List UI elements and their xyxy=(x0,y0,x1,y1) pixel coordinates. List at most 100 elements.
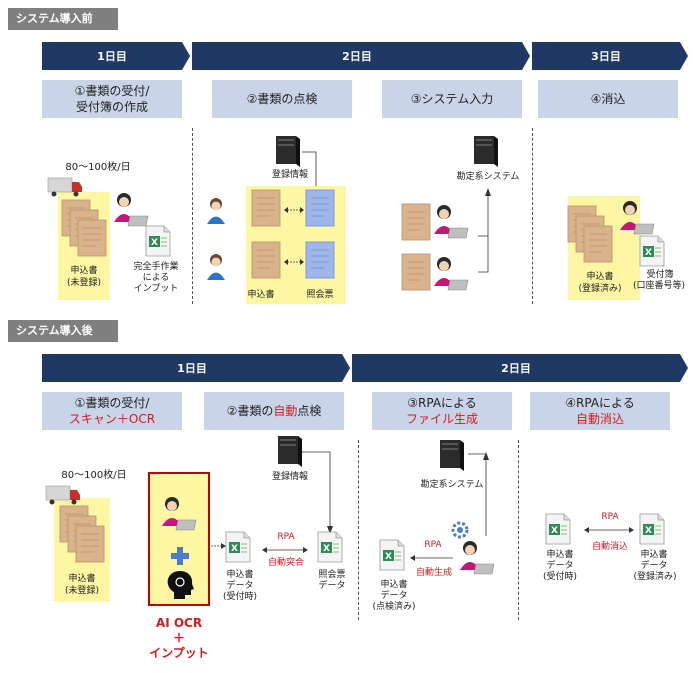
after-step-3-line1: ③RPAによる xyxy=(407,396,477,410)
after-step-1: ①書類の受付/ スキャン＋OCR xyxy=(42,392,182,430)
after-ref-data-line2: データ xyxy=(318,581,346,591)
before-volume: 80～100枚/日 xyxy=(65,162,131,173)
after-system-connector xyxy=(468,452,489,536)
after-step-2-pre: ②書類の xyxy=(226,404,274,418)
before-day1: 1日目 xyxy=(97,50,127,63)
after-accounting-system: 勘定系システム xyxy=(420,480,484,490)
person-laptop-icon xyxy=(619,200,655,235)
after-rpa3: RPA xyxy=(601,512,619,522)
before-step-4-line1: ④消込 xyxy=(590,92,626,106)
input-connector xyxy=(478,188,491,273)
ai-ocr-line2: ＋ xyxy=(172,631,185,645)
before-manual-line3: インプット xyxy=(133,284,179,294)
after-step-4: ④RPAによる 自動消込 xyxy=(530,392,670,430)
truck-icon xyxy=(45,485,81,505)
before-step-2: ②書類の点検 xyxy=(212,80,352,118)
before-app-form-status: (未登録) xyxy=(66,278,102,288)
after-data2-line1: 申込書 xyxy=(380,580,408,590)
excel-file-icon xyxy=(225,531,251,563)
truck-icon xyxy=(47,177,83,197)
excel-file-icon xyxy=(545,513,571,545)
after-day1: 1日目 xyxy=(177,362,207,375)
before-step-3: ③システム入力 xyxy=(382,80,522,118)
ai-ocr-line3: インプット xyxy=(149,646,209,660)
excel-file-icon xyxy=(379,539,405,571)
gear-icon xyxy=(451,521,469,539)
before-manual-line1: 完全手作業 xyxy=(133,262,179,272)
after-step-2-post: 点検 xyxy=(297,404,322,418)
after-app-form-status: (未登録) xyxy=(64,586,100,596)
before-app-form3: 申込書 xyxy=(586,272,614,282)
before-divider-1 xyxy=(192,128,193,304)
after-volume: 80～100枚/日 xyxy=(61,470,127,481)
person-icon xyxy=(207,254,225,280)
before-step-3-line1: ③システム入力 xyxy=(410,92,494,106)
plus-icon xyxy=(171,547,189,565)
server-icon xyxy=(276,136,300,167)
person-laptop-icon xyxy=(433,256,469,291)
section-tag-before: システム導入前 xyxy=(8,8,118,30)
excel-file-icon xyxy=(639,513,665,545)
after-data4-line3: (登録済み) xyxy=(633,572,677,582)
excel-file-icon xyxy=(639,235,665,267)
document-icon xyxy=(251,241,281,279)
before-step-4: ④消込 xyxy=(538,80,678,118)
server-icon xyxy=(474,136,498,167)
after-data3-line3: (受付時) xyxy=(542,572,578,582)
compare-arrow-icon xyxy=(284,259,304,265)
after-rpa2: RPA xyxy=(424,540,442,550)
ai-ocr-label: AI OCR ＋ インプット xyxy=(130,616,228,661)
after-data1-line3: (受付時) xyxy=(222,592,258,602)
document-stack-icon xyxy=(77,219,107,257)
before-day3: 3日目 xyxy=(591,50,621,63)
flow-arrow-icon xyxy=(208,543,226,549)
before-ledger-line2: (口座番号等) xyxy=(632,281,686,291)
document-stack-icon xyxy=(75,525,105,563)
document-icon xyxy=(401,203,431,241)
ai-head-icon xyxy=(167,571,194,599)
excel-file-icon xyxy=(317,531,343,563)
before-day-arrows xyxy=(42,42,688,70)
rpa1-arrow-icon xyxy=(262,547,308,553)
rpa3-arrow-icon xyxy=(584,527,634,533)
after-day2: 2日目 xyxy=(501,362,531,375)
before-step-1: ①書類の受付/ 受付簿の作成 xyxy=(42,80,182,118)
compare-arrow-icon xyxy=(284,207,304,213)
after-rpa3-action: 自動消込 xyxy=(591,542,628,552)
after-step-1-line1: ①書類の受付/ xyxy=(74,396,150,410)
before-ledger-line1: 受付簿 xyxy=(646,270,674,280)
after-step-1-line2: スキャン＋OCR xyxy=(68,412,156,426)
document-stack-icon xyxy=(583,225,613,263)
after-rpa1: RPA xyxy=(277,532,295,542)
after-step-4-line1: ④RPAによる xyxy=(565,396,635,410)
person-icon xyxy=(207,198,225,224)
excel-file-icon xyxy=(145,225,171,257)
document-icon xyxy=(401,253,431,291)
after-data2-line3: (点検済み) xyxy=(372,602,416,612)
person-laptop-icon xyxy=(459,540,495,575)
reference-slip-icon xyxy=(305,189,335,227)
after-ref-data-line1: 照会票 xyxy=(318,570,346,580)
before-reg-info: 登録情報 xyxy=(271,170,308,180)
person-laptop-icon xyxy=(161,496,197,531)
ai-ocr-line1: AI OCR xyxy=(155,616,203,630)
after-data4-line2: データ xyxy=(640,561,668,571)
after-app-form-label: 申込書 xyxy=(68,574,96,584)
server-icon xyxy=(440,440,464,471)
before-app-form3-status: (登録済み) xyxy=(578,284,622,294)
before-day2: 2日目 xyxy=(342,50,372,63)
before-app-form2: 申込書 xyxy=(247,290,275,300)
after-step-2-line1: ②書類の自動点検 xyxy=(227,403,322,419)
after-step-3-line2: ファイル生成 xyxy=(405,412,478,426)
after-data3-line1: 申込書 xyxy=(546,550,574,560)
document-icon xyxy=(251,189,281,227)
before-step-2-line1: ②書類の点検 xyxy=(246,92,318,106)
after-day-arrows xyxy=(42,354,688,382)
after-data2-line2: データ xyxy=(380,591,408,601)
before-app-form-label: 申込書 xyxy=(70,266,98,276)
after-rpa1-action: 自動突合 xyxy=(267,558,304,568)
after-step-2: ②書類の自動点検 xyxy=(204,392,344,430)
before-accounting-system: 勘定系システム xyxy=(456,172,520,182)
after-step-4-line2: 自動消込 xyxy=(575,412,624,426)
before-manual-line2: による xyxy=(142,273,170,283)
